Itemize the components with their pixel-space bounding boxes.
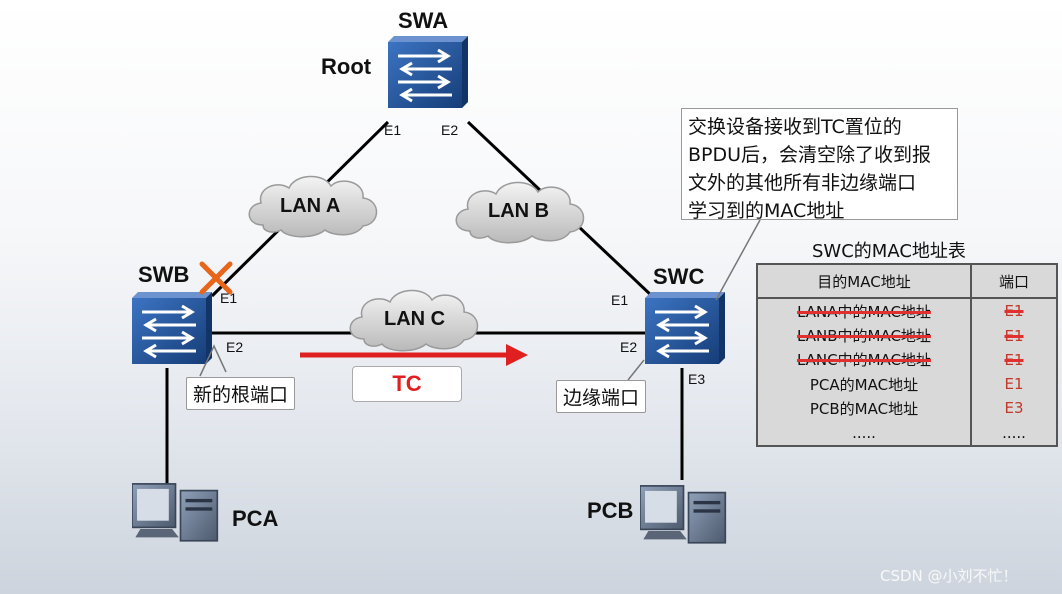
callout-line: 学习到的MAC地址: [688, 200, 845, 222]
mac-table-header-mac: 目的MAC地址: [757, 264, 971, 299]
port-cell: E1: [970, 347, 1057, 372]
new-root-port-label: 新的根端口: [186, 377, 296, 410]
port-cell: E1: [970, 371, 1057, 397]
root-port-pointer: [199, 344, 227, 377]
table-row: LANC中的MAC地址 E1: [757, 347, 1057, 372]
cloud-lan-b-label: LAN B: [488, 200, 550, 222]
swa-port-e2: E2: [441, 122, 459, 138]
mac-table-title: SWC的MAC地址表: [812, 241, 966, 262]
swa-role: Root: [321, 54, 372, 79]
mac-cell: PCB的MAC地址: [809, 399, 919, 418]
swb-port-e1: E1: [220, 290, 238, 306]
swa-port-e1: E1: [384, 122, 402, 138]
swb-port-e2: E2: [226, 339, 244, 355]
port-cell: .....: [970, 420, 1057, 446]
table-row: ..... .....: [757, 420, 1057, 446]
table-row: LANB中的MAC地址 E1: [757, 323, 1057, 348]
swa-name: SWA: [398, 8, 449, 33]
mac-cell: .....: [852, 423, 876, 442]
cloud-lan-a-label: LAN A: [280, 195, 341, 217]
switch-swb-icon: [132, 292, 212, 364]
port-cell: E1: [970, 298, 1057, 324]
mac-cell: LANA中的MAC地址: [797, 302, 931, 321]
pca-icon: [132, 482, 219, 542]
callout-line: 交换设备接收到TC置位的: [688, 116, 902, 138]
switch-swc-icon: [645, 292, 725, 364]
mac-cell: PCA的MAC地址: [809, 375, 919, 394]
table-row: PCB的MAC地址 E3: [757, 396, 1057, 421]
edge-port-label: 边缘端口: [556, 380, 647, 413]
blocked-port-x-icon: [199, 261, 233, 295]
callout-line: BPDU后，会清空除了收到报: [688, 144, 932, 166]
callout-pointer: [715, 219, 761, 301]
swc-port-e1: E1: [611, 292, 629, 308]
switch-swa-icon: [388, 36, 468, 108]
port-cell: E3: [970, 396, 1057, 421]
mac-cell: LANB中的MAC地址: [797, 327, 931, 346]
pca-name: PCA: [232, 506, 279, 531]
swc-port-e3: E3: [688, 371, 706, 387]
mac-table-header-port: 端口: [970, 264, 1057, 299]
mac-cell: LANC中的MAC地址: [796, 351, 932, 370]
callout-line: 文外的其他所有非边缘端口: [688, 172, 917, 194]
tc-arrow-icon: [300, 344, 528, 366]
edge-port-pointer: [627, 359, 645, 381]
swc-name: SWC: [653, 264, 705, 289]
tc-callout: 交换设备接收到TC置位的 BPDU后，会清空除了收到报 文外的其他所有非边缘端口…: [681, 108, 958, 222]
swb-name: SWB: [138, 262, 190, 287]
pcb-name: PCB: [587, 498, 634, 523]
cloud-lan-c-label: LAN C: [384, 308, 446, 330]
pcb-icon: [640, 484, 727, 544]
swc-port-e2: E2: [620, 339, 638, 355]
tc-label: TC: [352, 366, 462, 402]
table-row: LANA中的MAC地址 E1: [757, 298, 1057, 324]
port-cell: E1: [970, 323, 1057, 348]
mac-address-table: 目的MAC地址 端口 LANA中的MAC地址 E1 LANB中的MAC地址 E1…: [756, 263, 1058, 447]
watermark: CSDN @小刘不忙！: [880, 567, 1018, 585]
table-row: PCA的MAC地址 E1: [757, 371, 1057, 397]
